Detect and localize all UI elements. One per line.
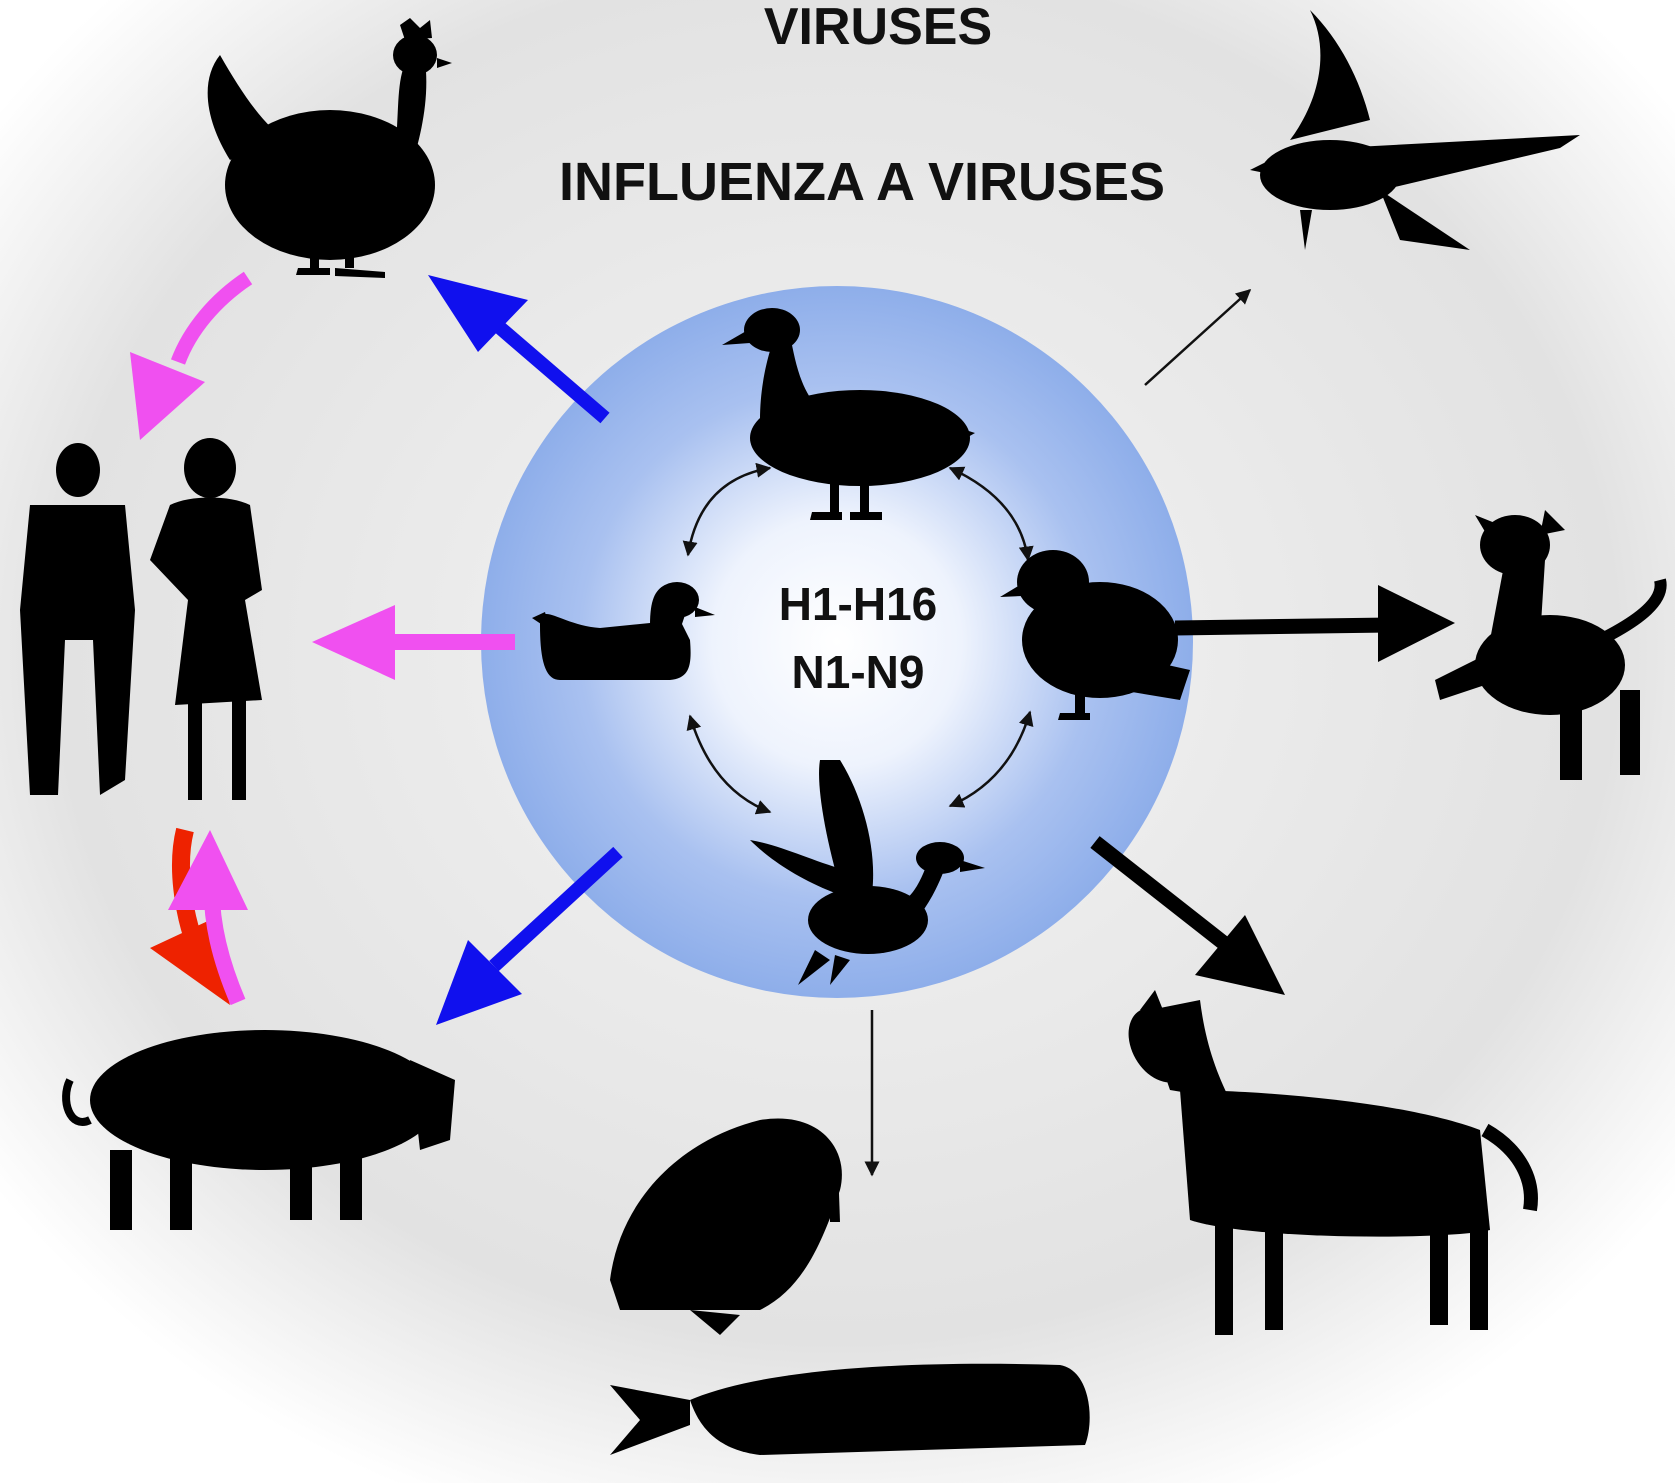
subtype-n-label: N1-N9 xyxy=(792,646,925,698)
arrow-black-to-dog xyxy=(1175,625,1390,628)
subtype-h-label: H1-H16 xyxy=(779,578,938,630)
title-viruses: VIRUSES xyxy=(764,0,992,56)
title-influenza-a: INFLUENZA A VIRUSES xyxy=(559,152,1165,212)
